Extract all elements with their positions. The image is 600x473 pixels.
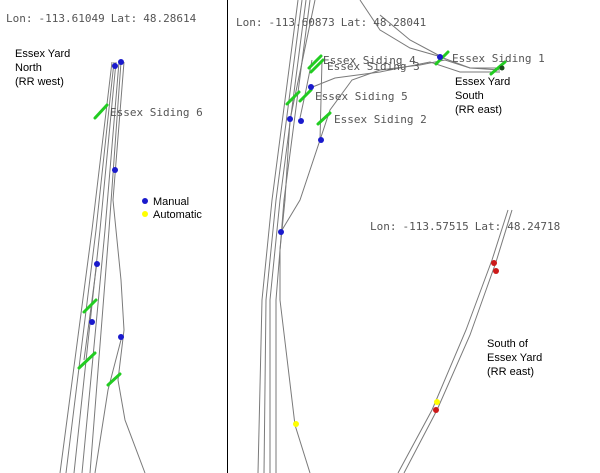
- legend-automatic-swatch: [142, 211, 148, 217]
- track-line: [81, 61, 120, 473]
- switch-marker[interactable]: [309, 58, 325, 74]
- automatic-signal[interactable]: [434, 399, 440, 405]
- siding-label: Essex Siding 5: [315, 90, 408, 103]
- signal-marker[interactable]: [499, 65, 505, 71]
- switch-marker[interactable]: [77, 351, 97, 370]
- track-line: [299, 59, 313, 119]
- manual-signal[interactable]: [437, 54, 443, 60]
- left-switches: [77, 103, 122, 387]
- manual-signal[interactable]: [112, 63, 118, 69]
- switch-marker[interactable]: [285, 90, 301, 106]
- legend-manual-swatch: [142, 198, 148, 204]
- left-tracks: [59, 61, 146, 473]
- track-line: [309, 61, 500, 89]
- red-signal[interactable]: [433, 407, 439, 413]
- track-line: [281, 59, 323, 231]
- track-line: [94, 335, 123, 473]
- track-line: [403, 209, 513, 473]
- switch-marker[interactable]: [106, 372, 122, 387]
- location-label: Essex Yard South (RR east): [455, 76, 513, 116]
- legend-manual-label: Manual: [153, 196, 189, 208]
- switch-marker[interactable]: [298, 88, 313, 103]
- track-line: [257, 0, 299, 473]
- red-signal[interactable]: [493, 268, 499, 274]
- manual-signal[interactable]: [287, 116, 293, 122]
- location-label: South of Essex Yard (RR east): [487, 338, 545, 378]
- siding-label: Essex Siding 1: [452, 52, 545, 65]
- left-signals: [89, 59, 124, 340]
- switch-marker[interactable]: [489, 60, 507, 76]
- siding-label: Essex Siding 6: [110, 106, 203, 119]
- automatic-signal[interactable]: [293, 421, 299, 427]
- manual-signal[interactable]: [308, 84, 314, 90]
- switch-marker[interactable]: [82, 298, 98, 314]
- track-line: [59, 61, 113, 473]
- manual-signal[interactable]: [89, 319, 95, 325]
- right-signals: [278, 54, 505, 427]
- track-line: [112, 61, 146, 473]
- location-label: Essex Yard North (RR west): [15, 48, 73, 88]
- track-line: [65, 61, 115, 473]
- manual-signal[interactable]: [118, 334, 124, 340]
- track-line: [379, 14, 441, 57]
- red-signal[interactable]: [491, 260, 497, 266]
- manual-signal[interactable]: [298, 118, 304, 124]
- track-line: [359, 0, 501, 71]
- manual-signal[interactable]: [112, 167, 118, 173]
- track-line: [397, 209, 509, 473]
- switch-marker[interactable]: [307, 54, 323, 70]
- manual-signal[interactable]: [118, 59, 124, 65]
- siding-label: Essex Siding 3: [327, 60, 420, 73]
- switch-marker[interactable]: [316, 111, 332, 126]
- siding-label: Essex Siding 4: [323, 54, 416, 67]
- track-line: [83, 261, 98, 361]
- track-line: [73, 61, 117, 473]
- switch-marker[interactable]: [93, 103, 109, 120]
- manual-signal[interactable]: [94, 261, 100, 267]
- legend: Manual Automatic: [142, 196, 202, 221]
- legend-automatic-label: Automatic: [153, 209, 202, 221]
- manual-signal[interactable]: [278, 229, 284, 235]
- manual-signal[interactable]: [318, 137, 324, 143]
- track-line: [89, 61, 122, 473]
- siding-label: Essex Siding 2: [334, 113, 427, 126]
